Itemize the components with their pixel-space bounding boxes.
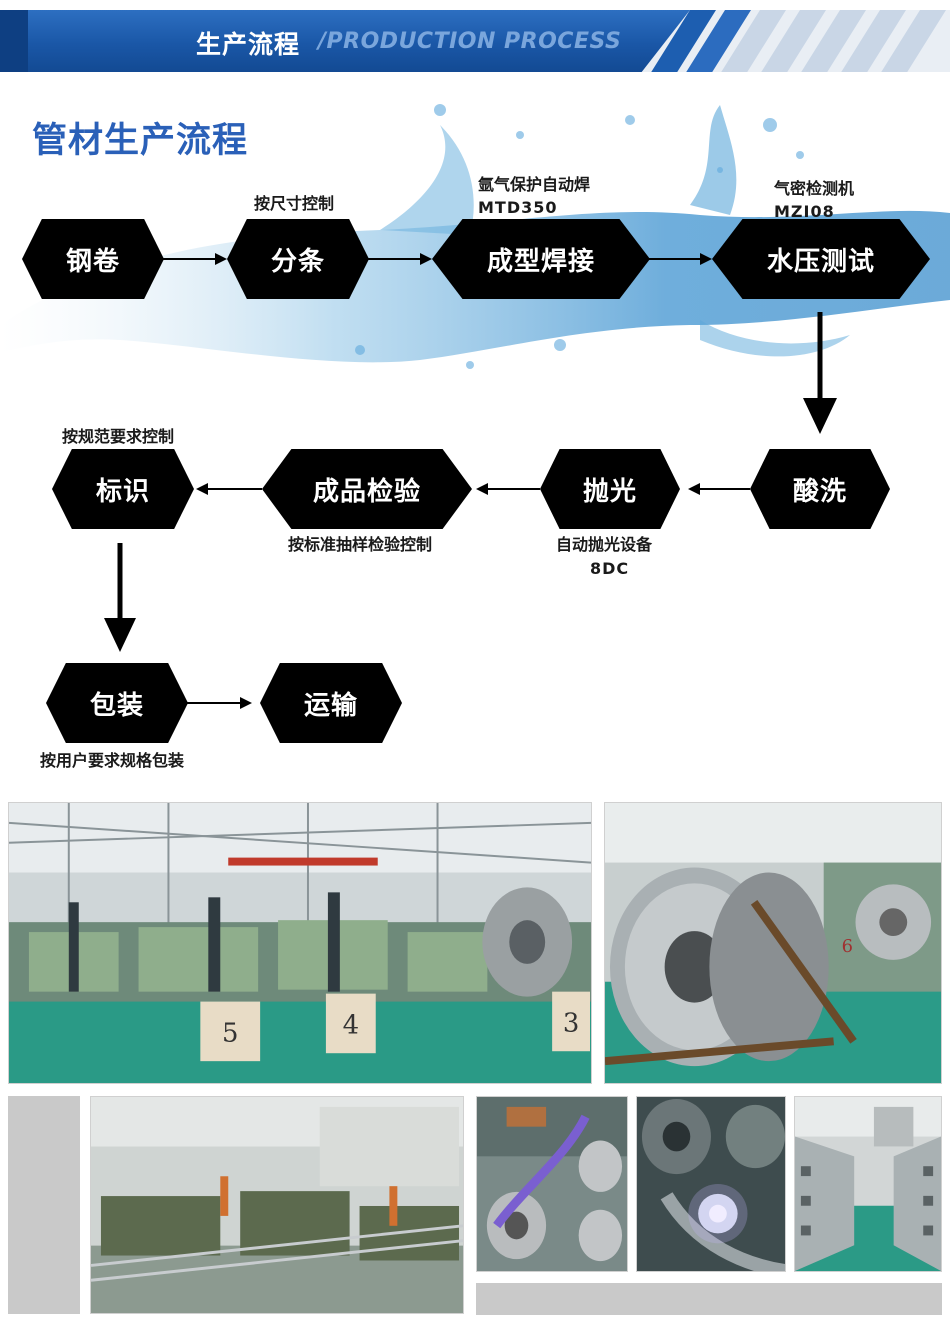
node-inspection: 成品检验	[262, 449, 472, 529]
node-steel-coil: 钢卷	[22, 219, 164, 299]
node-label: 标识	[95, 476, 150, 507]
note-polishing-code: 8DC	[590, 559, 630, 578]
node-label: 分条	[270, 246, 325, 277]
machine-number: 4	[343, 1010, 359, 1040]
welding-photo	[636, 1096, 786, 1272]
banner-left-cap	[0, 10, 28, 72]
section-title: 管材生产流程	[32, 121, 249, 161]
node-label: 水压测试	[766, 246, 875, 277]
production-line-photo	[90, 1096, 464, 1314]
node-slitting: 分条	[227, 219, 369, 299]
banner-blue-band	[0, 10, 690, 72]
node-label: 运输	[303, 690, 358, 721]
machine-number: 5	[222, 1018, 238, 1048]
note-inspection: 按标准抽样检验控制	[288, 535, 433, 554]
node-transport: 运输	[260, 663, 402, 743]
banner-title: 生产流程	[196, 30, 301, 59]
machine-number: 3	[563, 1008, 579, 1038]
roller-closeup-photo	[476, 1096, 628, 1272]
node-label: 成型焊接	[486, 246, 595, 277]
note-slitting: 按尺寸控制	[254, 194, 335, 213]
banner-subtitle: /PRODUCTION PROCESS	[318, 29, 622, 54]
note-forming-welding: 氩气保护自动焊	[478, 175, 591, 194]
header-banner: 生产流程 /PRODUCTION PROCESS	[0, 10, 950, 72]
note-polishing: 自动抛光设备	[556, 535, 653, 554]
machine-number: 6	[842, 936, 853, 957]
factory-floor-photo: 5 4 3	[8, 802, 592, 1084]
node-packing: 包装	[46, 663, 188, 743]
grey-filler-panel	[8, 1096, 80, 1314]
note-marking: 按规范要求控制	[62, 427, 175, 446]
node-label: 钢卷	[65, 246, 120, 277]
polishing-machines-photo	[794, 1096, 942, 1272]
node-pickling: 酸洗	[750, 449, 890, 529]
node-label: 酸洗	[792, 476, 847, 507]
node-label: 包装	[89, 690, 144, 721]
node-hydro-test: 水压测试	[712, 219, 930, 299]
node-label: 成品检验	[312, 476, 421, 507]
node-polishing: 抛光	[540, 449, 680, 529]
grey-filler-panel	[476, 1283, 942, 1315]
note-hydro-test-code: MZI08	[774, 202, 835, 221]
steel-coil-photo: 6	[604, 802, 942, 1084]
node-forming-welding: 成型焊接	[432, 219, 650, 299]
note-hydro-test: 气密检测机	[774, 179, 855, 198]
note-packing: 按用户要求规格包装	[40, 751, 185, 770]
node-marking: 标识	[52, 449, 194, 529]
node-label: 抛光	[582, 476, 637, 507]
note-forming-welding-code: MTD350	[478, 198, 558, 217]
